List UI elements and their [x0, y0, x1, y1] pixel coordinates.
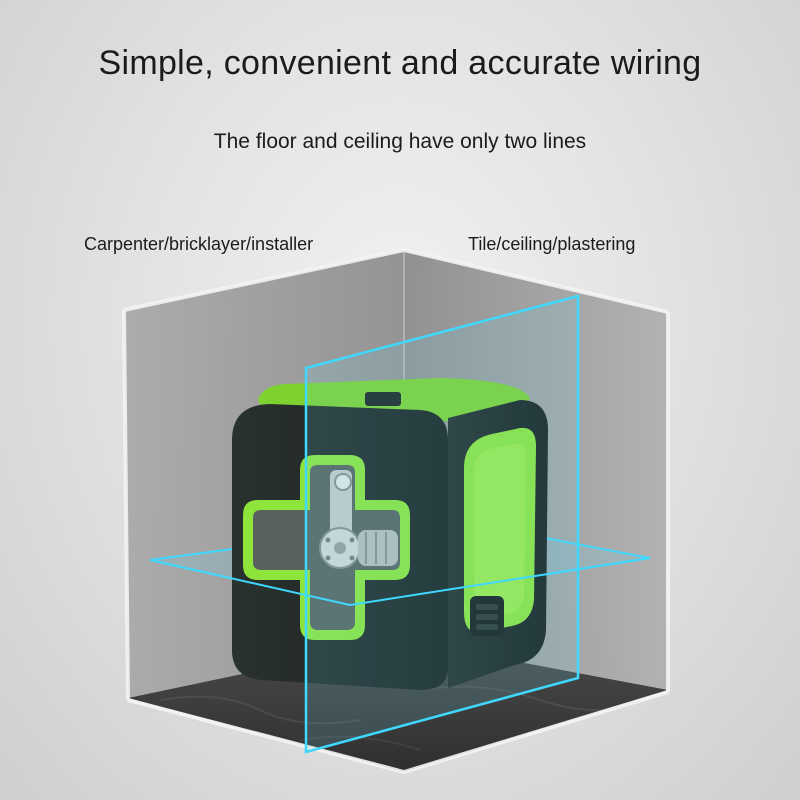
device-top-slot	[365, 392, 401, 406]
label-trades-left: Carpenter/bricklayer/installer	[84, 234, 314, 254]
headline: Simple, convenient and accurate wiring	[98, 44, 702, 82]
laser-level-device	[232, 378, 548, 690]
laser-line-front-right	[349, 557, 651, 606]
subline: The floor and ceiling have only two line…	[213, 130, 587, 153]
laser-line-front	[149, 559, 351, 606]
label-trades-right: Tile/ceiling/plastering	[468, 234, 636, 254]
pendulum-coil	[358, 530, 398, 566]
laser-plane-vertical	[304, 294, 580, 754]
